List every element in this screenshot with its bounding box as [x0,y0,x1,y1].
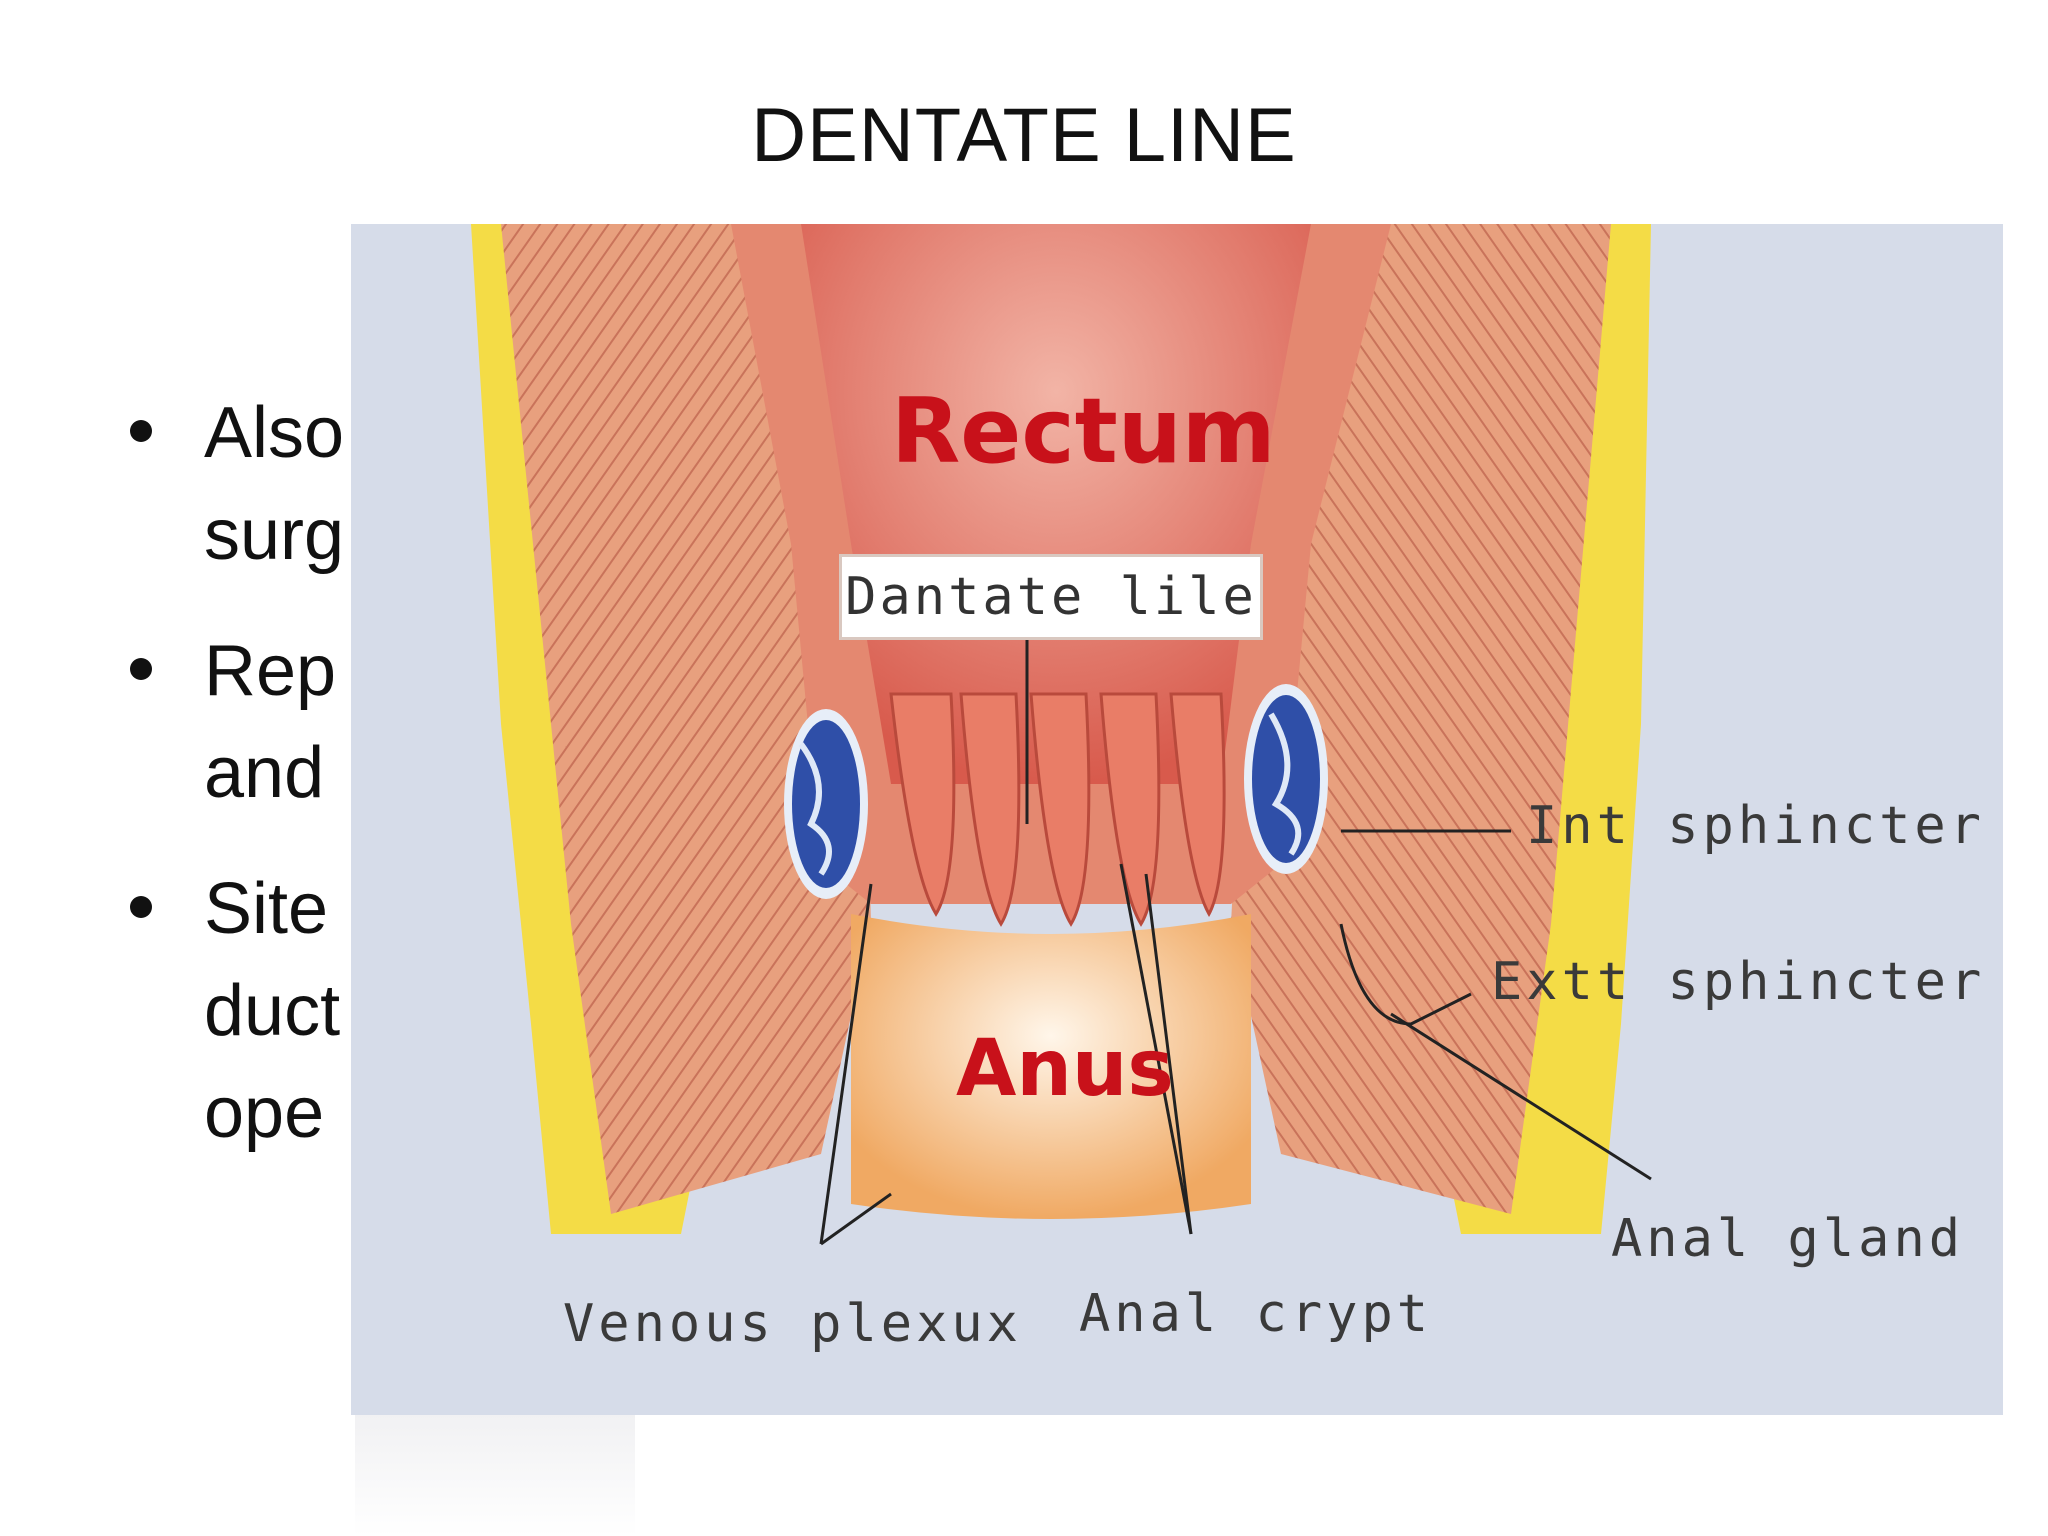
ext-sphincter-label: Extt sphincter [1491,952,1986,1012]
image-shadow [355,1415,635,1536]
anal-crypt-label: Anal crypt [1079,1284,1433,1344]
bullet-text: and [204,733,325,813]
bullet-text: duct [204,971,341,1051]
anatomy-figure: Rectum Dantate lile Anus Int sphincter E… [351,224,2003,1415]
bullet-list: Also surg Rep and Site duct ope [122,382,422,1198]
dentate-line-label: Dantate lile [839,554,1263,640]
venous-plexus-label: Venous plexux [563,1294,1022,1354]
pointer-lines [819,640,1652,1246]
dentate-line-text: Dantate lile [845,567,1257,627]
bullet-dot-icon [130,658,152,680]
bullet-item-2: Rep and [122,620,422,824]
bullet-item-1: Also surg [122,382,422,586]
bullet-text: surg [204,495,345,575]
bullet-text: Also [204,393,345,473]
bullet-text: ope [204,1073,325,1153]
bullet-dot-icon [130,896,152,918]
anal-gland-label: Anal gland [1611,1209,1965,1269]
bullet-text: Rep [204,631,337,711]
bullet-item-3: Site duct ope [122,858,422,1164]
venous-plexus-right [1244,684,1328,874]
rectum-label: Rectum [891,379,1276,484]
rectal-lumen [801,224,1311,784]
bullet-text: Site [204,869,329,949]
int-sphincter-label: Int sphincter [1526,796,1985,856]
anal-columns [889,692,1226,927]
anus-label: Anus [956,1024,1174,1114]
anal-canal [851,914,1251,1219]
venous-plexus-left [784,709,868,899]
bullet-dot-icon [130,420,152,442]
slide-title: DENTATE LINE [751,93,1297,178]
